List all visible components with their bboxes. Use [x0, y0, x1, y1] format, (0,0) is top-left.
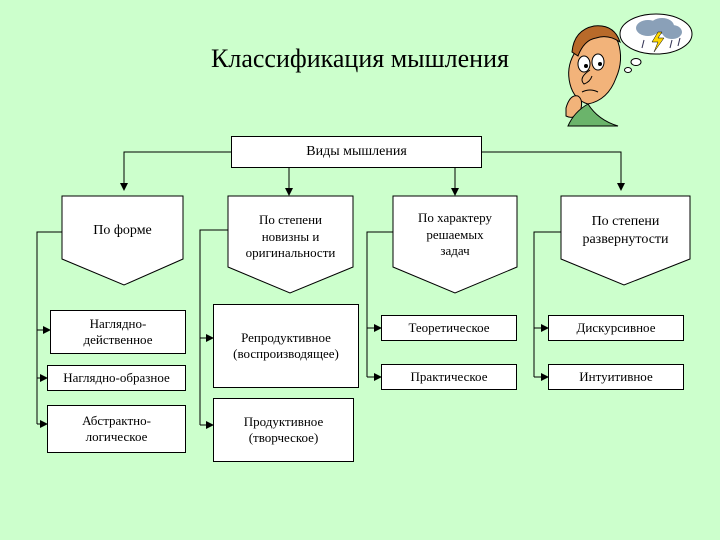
task-type-theoretical: Теоретическое — [381, 315, 517, 341]
novelty-type-productive: Продуктивное (творческое) — [213, 398, 354, 462]
form-type-visual-action: Наглядно- действенное — [50, 310, 186, 354]
category-shape-tasks — [392, 195, 518, 294]
connector-novelty-bracket — [199, 229, 228, 425]
connector-form-bracket — [36, 231, 62, 424]
category-label-tasks: По характеру решаемых задач — [418, 209, 492, 259]
page-title: Классификация мышления — [211, 44, 509, 73]
category-label-form: По форме — [93, 222, 152, 238]
connector-root-right — [482, 151, 625, 191]
category-shape-form — [61, 195, 184, 286]
development-type-intuitive: Интуитивное — [548, 364, 684, 390]
connector-root-left — [120, 151, 231, 191]
thinking-man-icon — [565, 13, 693, 127]
connector-tasks-bracket — [366, 231, 393, 377]
form-type-visual-figurative: Наглядно-образное — [47, 365, 186, 391]
category-label-development: По степени развернутости — [582, 213, 669, 247]
face — [565, 25, 622, 118]
storm-cloud-icon — [619, 13, 693, 55]
connector-development-bracket — [533, 231, 561, 377]
category-shape-novelty — [227, 195, 354, 294]
form-type-abstract-logical: Абстрактно- логическое — [47, 405, 186, 453]
category-shape-development — [560, 195, 691, 286]
development-type-discursive: Дискурсивное — [548, 315, 684, 341]
category-label-novelty: По степени новизны и оригинальности — [245, 211, 336, 261]
novelty-type-reproductive: Репродуктивное (воспроизводящее) — [213, 304, 359, 388]
root-node: Виды мышления — [231, 136, 482, 168]
task-type-practical: Практическое — [381, 364, 517, 390]
